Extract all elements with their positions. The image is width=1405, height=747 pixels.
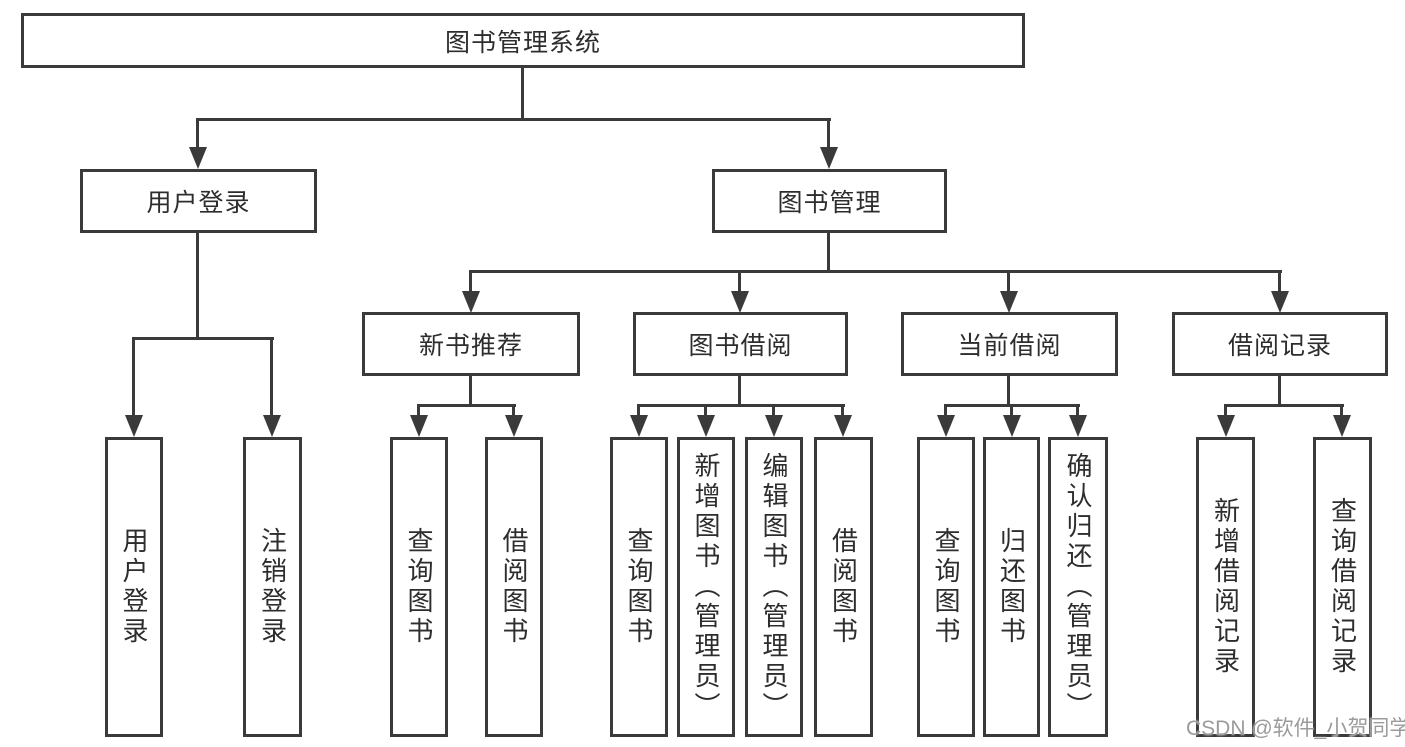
arrow-down-icon: [697, 415, 715, 437]
connector-line: [1076, 404, 1079, 418]
leaf-br-add-record: 新增借阅记录: [1196, 437, 1255, 737]
connector-line: [637, 404, 845, 407]
connector-line: [469, 270, 1282, 273]
connector-line: [512, 404, 515, 418]
arrow-down-icon: [125, 415, 143, 437]
connector-line: [469, 270, 472, 294]
arrow-down-icon: [765, 415, 783, 437]
arrow-down-icon: [1271, 291, 1289, 313]
leaf-bb-borrow-books: 借阅图书: [814, 437, 873, 737]
leaf-label: 查询图书: [404, 527, 434, 647]
node-book-management: 图书管理: [712, 169, 947, 233]
leaf-cb-confirm-return-admin: 确认归还（管理员）: [1048, 437, 1108, 737]
connector-line: [521, 67, 524, 120]
arrow-down-icon: [1333, 415, 1351, 437]
leaf-label: 查询图书: [931, 527, 961, 647]
connector-line: [704, 404, 707, 418]
node-label: 用户登录: [146, 189, 251, 217]
arrow-down-icon: [1003, 415, 1021, 437]
connector-line: [132, 337, 274, 340]
leaf-label: 编辑图书（管理员）: [759, 452, 789, 722]
arrow-down-icon: [1000, 291, 1018, 313]
leaf-label: 确认归还（管理员）: [1063, 452, 1093, 722]
connector-line: [827, 233, 830, 273]
leaf-label: 查询图书: [624, 527, 654, 647]
arrow-down-icon: [834, 415, 852, 437]
connector-line: [417, 404, 516, 407]
connector-line: [637, 404, 640, 418]
arrow-down-icon: [937, 415, 955, 437]
connector-line: [772, 404, 775, 418]
node-current-borrowing: 当前借阅: [901, 312, 1118, 376]
connector-line: [944, 404, 947, 418]
arrow-down-icon: [263, 415, 281, 437]
node-borrowing-records: 借阅记录: [1172, 312, 1388, 376]
node-user-login: 用户登录: [80, 169, 317, 233]
connector-line: [196, 118, 831, 121]
node-label: 借阅记录: [1227, 332, 1332, 360]
connector-line: [196, 233, 199, 340]
connector-line: [1224, 404, 1344, 407]
connector-line: [270, 337, 273, 417]
leaf-user-login: 用户登录: [105, 437, 163, 737]
leaf-br-query-record: 查询借阅记录: [1313, 437, 1372, 737]
node-new-book-recommendation: 新书推荐: [362, 312, 580, 376]
arrow-down-icon: [820, 147, 838, 169]
leaf-bb-edit-books-admin: 编辑图书（管理员）: [745, 437, 803, 737]
arrow-down-icon: [462, 291, 480, 313]
connector-line: [196, 118, 199, 150]
leaf-cb-return-books: 归还图书: [983, 437, 1040, 737]
leaf-bb-query-books: 查询图书: [610, 437, 668, 737]
arrow-down-icon: [630, 415, 648, 437]
connector-line: [132, 337, 135, 417]
connector-line: [738, 374, 741, 407]
connector-line: [1007, 270, 1010, 294]
leaf-label: 借阅图书: [828, 527, 859, 647]
leaf-cb-query-books: 查询图书: [917, 437, 975, 737]
arrow-down-icon: [410, 415, 428, 437]
connector-line: [1007, 374, 1010, 407]
connector-line: [1278, 374, 1281, 407]
leaf-label: 新增借阅记录: [1210, 497, 1241, 677]
connector-line: [827, 118, 830, 150]
node-book-borrowing: 图书借阅: [633, 312, 848, 376]
arrow-down-icon: [189, 147, 207, 169]
leaf-nb-borrow-books: 借阅图书: [485, 437, 543, 737]
leaf-label: 归还图书: [996, 527, 1027, 647]
connector-line: [1010, 404, 1013, 418]
node-label: 新书推荐: [418, 332, 523, 360]
node-library-management-system: 图书管理系统: [21, 13, 1025, 68]
arrow-down-icon: [1217, 415, 1235, 437]
leaf-label: 查询借阅记录: [1327, 497, 1358, 677]
connector-line: [841, 404, 844, 418]
connector-line: [738, 270, 741, 294]
connector-line: [1278, 270, 1281, 294]
node-label: 当前借阅: [957, 332, 1062, 360]
leaf-logout: 注销登录: [243, 437, 302, 737]
node-label: 图书借阅: [688, 332, 793, 360]
connector-line: [1224, 404, 1227, 418]
leaf-label: 借阅图书: [499, 527, 529, 647]
arrow-down-icon: [731, 291, 749, 313]
leaf-label: 注销登录: [257, 527, 288, 647]
leaf-bb-add-books-admin: 新增图书（管理员）: [677, 437, 735, 737]
connector-line: [1340, 404, 1343, 418]
connector-line: [469, 374, 472, 407]
arrow-down-icon: [505, 415, 523, 437]
arrow-down-icon: [1069, 415, 1087, 437]
leaf-label: 用户登录: [119, 527, 149, 647]
leaf-nb-query-books: 查询图书: [390, 437, 448, 737]
leaf-label: 新增图书（管理员）: [691, 452, 721, 722]
node-label: 图书管理系统: [444, 28, 601, 57]
csdn-watermark: CSDN @软件_小贺同学: [1186, 717, 1405, 740]
node-label: 图书管理: [777, 189, 882, 217]
connector-line: [417, 404, 420, 418]
